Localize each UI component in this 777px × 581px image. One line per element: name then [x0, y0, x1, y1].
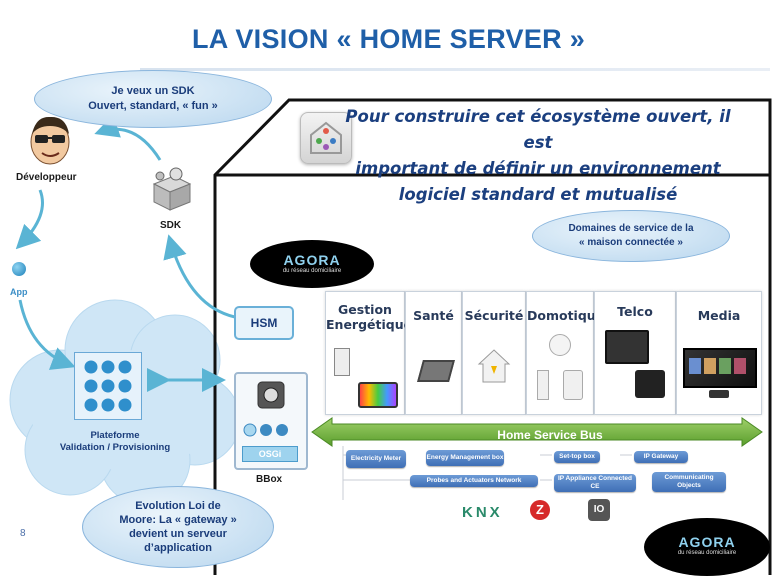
laptop-icon — [417, 360, 455, 382]
sdk-label: SDK — [160, 220, 182, 231]
switch-icon — [537, 370, 549, 400]
domains-bubble: Domaines de service de la « maison conne… — [532, 210, 730, 262]
evolution-bubble-line: Evolution Loi de — [135, 500, 221, 512]
tv-screen-icon — [683, 348, 757, 388]
house-statement-line: important de définir un environnement — [355, 159, 721, 178]
bus-item-ip-appliance: IP Appliance Connected CE — [554, 474, 636, 492]
computer-monitor-icon — [605, 330, 649, 364]
domain-label: Media — [697, 308, 741, 323]
bbox-device: OSGi — [234, 372, 308, 470]
agora-name: AGORA — [283, 252, 341, 268]
page-number: 8 — [20, 528, 26, 539]
bbox-label: BBox — [256, 474, 283, 485]
house-statement-line: logiciel standard et mutualisé — [398, 185, 678, 204]
evolution-bubble: Evolution Loi de Moore: La « gateway » d… — [82, 486, 274, 568]
house-statement: Pour construire cet écosystème ouvert, i… — [342, 104, 734, 208]
zwave-logo: Z — [530, 500, 550, 520]
bus-item-set-top-box: Set-top box — [554, 451, 600, 463]
domain-label: Gestion Energétique — [326, 302, 413, 332]
domain-energy: Gestion Energétique — [325, 291, 413, 415]
platform-label-line: Validation / Provisioning — [59, 442, 171, 453]
bus-item-electricity-meter: Electricity Meter — [346, 450, 406, 468]
title-divider — [140, 68, 770, 71]
sdk-bubble-line: Je veux un SDK — [111, 85, 195, 97]
agora-tagline: du réseau domiciliaire — [282, 268, 342, 274]
hsm-box: HSM — [234, 306, 294, 340]
domain-media: Media — [676, 291, 762, 415]
page-title: LA VISION « HOME SERVER » — [191, 24, 586, 54]
bbox-device-icon — [243, 381, 288, 437]
evolution-bubble-line: Moore: La « gateway » — [119, 514, 237, 526]
security-house-icon — [477, 349, 511, 383]
knx-logo: KNX — [462, 504, 503, 521]
home-service-bus-arrow — [311, 417, 763, 447]
bus-item-energy-box: Energy Management box — [426, 450, 504, 466]
evolution-bubble-line: devient un serveur — [129, 528, 227, 540]
io-logo: IO — [588, 499, 610, 521]
bus-item-probes-network: Probes and Actuators Network — [410, 475, 538, 487]
sdk-request-bubble: Je veux un SDK Ouvert, standard, « fun » — [34, 70, 272, 128]
sensor-icon — [549, 334, 571, 356]
domain-health: Santé — [405, 291, 462, 415]
house-statement-line: Pour construire cet écosystème ouvert, i… — [345, 107, 731, 152]
agora-logo-top: AGORA du réseau domiciliaire — [250, 240, 374, 288]
energy-display-icon — [358, 382, 398, 408]
domain-telco: Telco — [594, 291, 676, 415]
domain-label: Domotique — [527, 308, 605, 323]
sdk-bubble-line: Ouvert, standard, « fun » — [88, 100, 218, 112]
home-logo-icon — [300, 112, 352, 164]
platform-label: Plateforme Validation / Provisioning — [40, 430, 190, 454]
app-dot-icon — [12, 262, 26, 276]
evolution-bubble-line: d’application — [144, 542, 212, 554]
app-label: App — [10, 287, 28, 297]
platform-label-line: Plateforme — [90, 430, 140, 441]
agora-logo-bottom: AGORA du réseau domiciliaire — [644, 518, 770, 576]
agora-tagline: du réseau domiciliaire — [677, 550, 737, 556]
home-service-bus-label: Home Service Bus — [497, 428, 603, 442]
domains-bubble-line: Domaines de service de la — [568, 223, 694, 234]
developer-label: Développeur — [16, 172, 77, 183]
domain-label: Santé — [413, 308, 454, 323]
osgi-label: OSGi — [242, 446, 298, 462]
plug-icon — [563, 370, 583, 400]
domain-home-automation: Domotique — [526, 291, 605, 415]
sdk-box-icon — [152, 167, 192, 211]
bus-item-communicating-objects: Communicating Objects — [652, 472, 726, 492]
bus-item-ip-gateway: IP Gateway — [634, 451, 688, 463]
developer-avatar-icon — [30, 116, 70, 165]
domains-bubble-line: « maison connectée » — [579, 237, 683, 248]
phone-icon — [635, 370, 665, 398]
platform-grid-icon — [74, 352, 142, 420]
meter-icon — [334, 348, 350, 376]
domain-security: Sécurité — [462, 291, 526, 415]
set-top-box-icon — [709, 390, 729, 398]
domain-label: Sécurité — [464, 308, 524, 323]
agora-name: AGORA — [678, 534, 736, 550]
domain-label: Telco — [617, 304, 653, 319]
